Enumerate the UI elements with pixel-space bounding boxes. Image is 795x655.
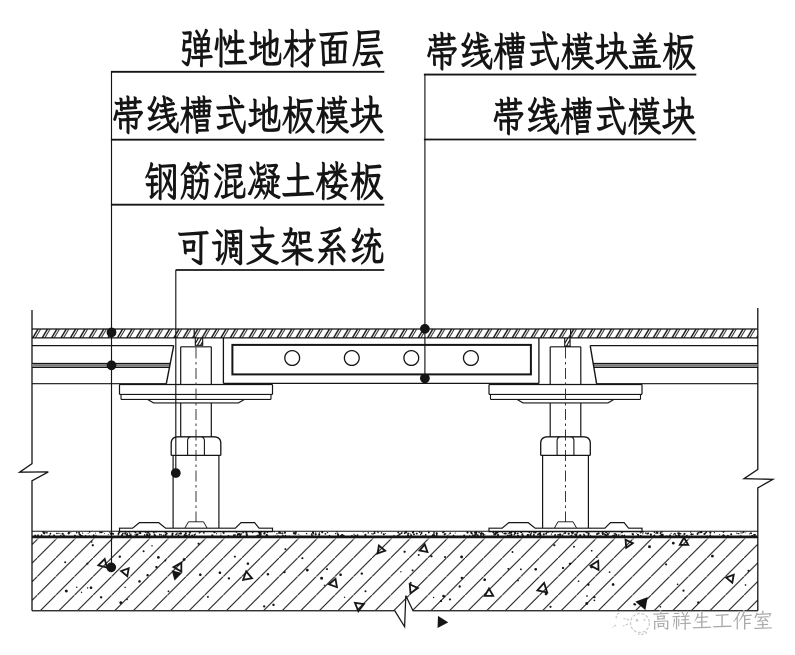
elastic-flooring-hatch (32, 329, 758, 338)
trough-cable-hole (403, 349, 420, 367)
annotation-leaders (106, 70, 697, 573)
watermark-logo-sketch (611, 612, 620, 629)
pedestal-tube-foot (553, 521, 559, 529)
leader-dot (420, 373, 430, 384)
elastic-flooring-layer (32, 328, 758, 347)
section-cut-borders (17, 308, 776, 611)
pedestal-nut-facet (187, 436, 205, 456)
concrete-floor-slab (32, 530, 758, 629)
cover-plate-tongue-left (194, 337, 204, 346)
concrete-aggregate-triangles (96, 535, 735, 629)
pedestal-adjustment-nut (170, 436, 222, 456)
trough-module-inner-wall (231, 343, 532, 376)
watermark-logo-beak (622, 617, 630, 627)
leader-dot (170, 468, 181, 478)
cover-plate-tongue-right (564, 337, 571, 347)
pedestal-adjustment-nut (540, 436, 591, 456)
pedestal-base-plate (488, 522, 643, 533)
pedestal-tube-foot (572, 521, 578, 529)
cover-plate-tongue-hatch (564, 337, 571, 346)
label-floor-module (113, 94, 384, 135)
right-section-border-with-break (741, 308, 776, 611)
right-floor-module (589, 345, 758, 385)
left-floor-module (32, 345, 175, 385)
watermark-logo-eye (643, 618, 646, 621)
adjustable-pedestal-left (118, 346, 274, 533)
pedestal-base-plate (118, 522, 274, 533)
leader-dot (420, 323, 430, 334)
watermark-logo-sketch (637, 631, 648, 636)
left-section-border-with-break (17, 310, 49, 611)
slab-bottom-line-with-break (32, 595, 758, 629)
trough-cable-hole (343, 349, 360, 367)
pedestal-tube-foot (203, 521, 208, 529)
leader-dot (106, 562, 117, 573)
right-module-chamfer (589, 345, 598, 384)
trough-cable-hole (284, 349, 301, 367)
leader-dot (106, 327, 117, 338)
concrete-hatch (32, 538, 758, 610)
label-elastic-flooring (181, 28, 384, 68)
right-module-core-band (593, 364, 758, 367)
label-concrete-slab (145, 160, 384, 201)
cover-plate-tongue-hatch (195, 337, 203, 346)
pedestal-nut-facet (556, 436, 575, 456)
left-module-chamfer (165, 345, 175, 384)
left-module-core-band (32, 364, 170, 367)
watermark-logo-eye (635, 619, 639, 622)
drawing-linework (17, 70, 776, 636)
leader-dot (106, 360, 117, 371)
pedestal-tube-foot (184, 521, 189, 529)
watermark-text (652, 610, 773, 631)
pedestal-head-flange (516, 398, 615, 404)
trough-cable-hole (462, 349, 479, 367)
label-pedestal-system (178, 226, 384, 266)
label-trough-module (493, 95, 696, 136)
pedestal-head-flange (147, 398, 245, 404)
cable-trough-module (222, 337, 540, 385)
adjustable-pedestal-right (488, 346, 643, 533)
label-module-cover-plate (427, 31, 696, 71)
watermark-logo (611, 612, 651, 636)
watermark-logo-body (629, 612, 651, 634)
